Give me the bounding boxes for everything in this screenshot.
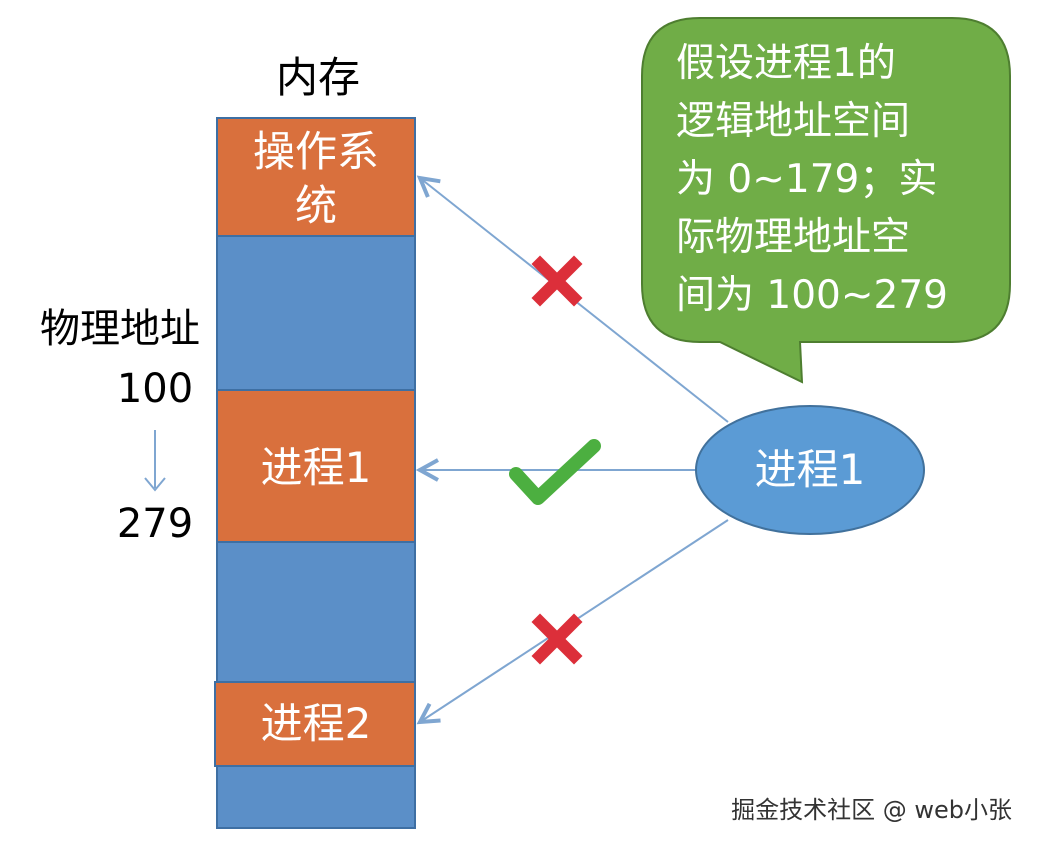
callout-line-2: 逻辑地址空间 bbox=[676, 99, 910, 144]
free-segment-2 bbox=[216, 541, 416, 683]
watermark: 掘金技术社区 @ web小张 bbox=[731, 796, 1012, 824]
process-node bbox=[695, 405, 925, 535]
memory-column: 操作系 统 进程1 进程2 bbox=[214, 117, 416, 829]
process2-segment bbox=[214, 681, 416, 767]
callout-line-5: 间为 100~279 bbox=[676, 273, 948, 318]
callout-bubble bbox=[641, 17, 1011, 384]
down-arrow-icon bbox=[144, 430, 166, 492]
callout-line-1: 假设进程1的 bbox=[676, 41, 896, 86]
process1-segment bbox=[216, 389, 416, 543]
os-segment-label-line2: 统 bbox=[295, 181, 337, 230]
os-segment-label-line1: 操作系 bbox=[253, 127, 379, 176]
physical-address-start: 100 bbox=[117, 366, 193, 412]
os-segment bbox=[216, 117, 416, 237]
physical-address-label: 物理地址 bbox=[40, 306, 200, 352]
callout-line-4: 际物理地址空 bbox=[676, 215, 910, 260]
process-node-label: 进程1 bbox=[755, 445, 866, 494]
free-segment-1 bbox=[216, 235, 416, 391]
physical-address-end: 279 bbox=[117, 501, 193, 547]
memory-title: 内存 bbox=[276, 53, 360, 102]
checkmark-icon bbox=[509, 439, 601, 505]
callout-line-3: 为 0~179；实 bbox=[676, 157, 937, 202]
process2-segment-label: 进程2 bbox=[261, 699, 372, 748]
process1-segment-label: 进程1 bbox=[261, 443, 372, 492]
free-segment-3 bbox=[216, 765, 416, 829]
cross-icon bbox=[531, 255, 583, 307]
cross-icon bbox=[531, 613, 583, 665]
